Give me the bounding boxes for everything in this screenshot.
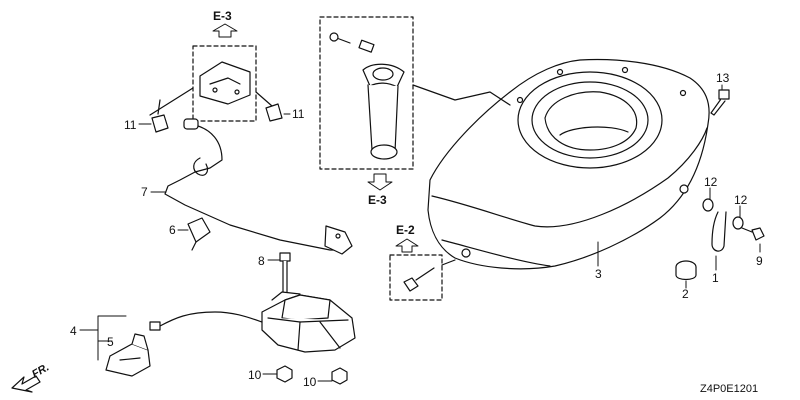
- callout-8: 8: [258, 254, 265, 268]
- callout-13: 13: [716, 71, 730, 85]
- callout-2: 2: [682, 287, 689, 301]
- bolt-e2: [403, 267, 435, 292]
- ref-e3-top: E-3: [213, 9, 232, 23]
- nut-right: [331, 367, 348, 385]
- clip-left: [151, 99, 169, 133]
- grommet-2: [675, 260, 697, 281]
- wire-clip: [187, 217, 211, 251]
- washer-right: [732, 216, 744, 230]
- callout-7: 7: [141, 185, 148, 199]
- fan-cover: [427, 58, 710, 270]
- e3-tube-box: [319, 16, 414, 170]
- arrow-up-icon: [395, 238, 419, 253]
- nut-left: [276, 365, 293, 383]
- callout-11-right: 11: [292, 107, 305, 121]
- arrow-up-icon: [212, 23, 238, 38]
- clip-right: [265, 103, 283, 122]
- callout-10-left: 10: [248, 368, 262, 382]
- stop-wire: [164, 118, 353, 255]
- front-arrow-icon: [11, 375, 41, 393]
- callout-10-right: 10: [303, 375, 317, 389]
- callout-3: 3: [595, 267, 602, 281]
- bolt-13: [710, 89, 730, 116]
- callout-5: 5: [107, 335, 114, 349]
- bolt-8: [279, 252, 291, 297]
- ref-e2: E-2: [396, 223, 415, 237]
- mount-bracket: [199, 61, 251, 105]
- e2-bolt-box: [389, 254, 443, 301]
- bolt-9: [741, 227, 765, 241]
- spring-1: [711, 211, 727, 252]
- callout-1: 1: [712, 271, 719, 285]
- ignition-coil: [261, 291, 356, 353]
- diagram-code: Z4P0E1201: [700, 383, 759, 395]
- guide-tube: [329, 32, 405, 160]
- callout-12-right: 12: [734, 193, 748, 207]
- callout-6: 6: [169, 223, 176, 237]
- callout-9: 9: [756, 254, 763, 268]
- callout-12-left: 12: [704, 175, 718, 189]
- callout-11-left: 11: [124, 118, 137, 132]
- callout-4: 4: [70, 324, 77, 338]
- ref-e3-mid: E-3: [368, 193, 387, 207]
- e3-bracket-box: [192, 45, 257, 122]
- arrow-down-icon: [367, 173, 393, 191]
- washer-left: [702, 198, 714, 212]
- plug-lead: [105, 311, 263, 377]
